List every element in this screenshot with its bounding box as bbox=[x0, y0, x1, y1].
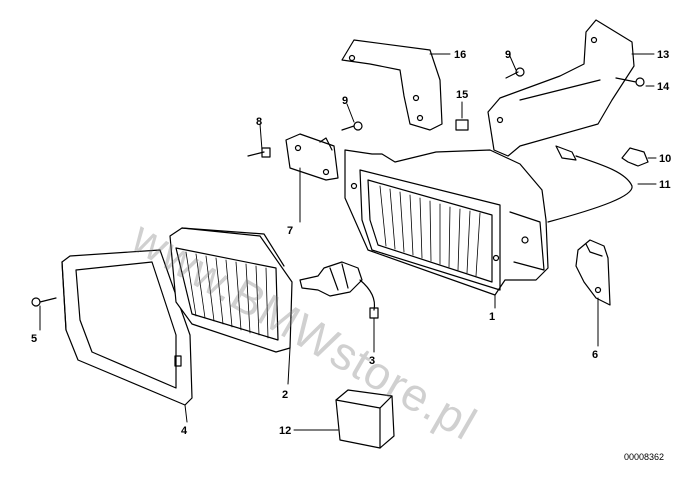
callout-9b: 9 bbox=[505, 49, 511, 61]
callout-1: 1 bbox=[489, 311, 495, 323]
screw-8-part bbox=[248, 148, 270, 157]
upper-bracket-16-part bbox=[342, 40, 442, 130]
callout-4: 4 bbox=[181, 425, 188, 437]
callout-10: 10 bbox=[659, 153, 671, 165]
relay-part bbox=[336, 390, 394, 448]
support-bracket-part bbox=[488, 20, 634, 156]
callout-8: 8 bbox=[256, 116, 262, 128]
callout-12: 12 bbox=[279, 425, 291, 437]
callout-5: 5 bbox=[31, 333, 37, 345]
bolt-9b-part bbox=[506, 68, 524, 78]
mounting-clip-part bbox=[576, 240, 610, 305]
small-bracket-part bbox=[286, 134, 338, 180]
fog-light-housing-part bbox=[345, 150, 548, 295]
callout-13: 13 bbox=[657, 49, 669, 61]
leader-lines bbox=[39, 53, 657, 431]
callout-14: 14 bbox=[657, 81, 670, 93]
callout-16: 16 bbox=[454, 49, 466, 61]
document-number: 00008362 bbox=[623, 452, 664, 462]
bulb-part bbox=[300, 262, 378, 318]
callout-9a: 9 bbox=[342, 95, 348, 107]
callout-3: 3 bbox=[369, 355, 375, 367]
trim-frame-part bbox=[62, 250, 192, 405]
clip-nut-part bbox=[456, 120, 468, 130]
callout-11: 11 bbox=[659, 179, 671, 191]
callout-6: 6 bbox=[592, 349, 598, 361]
callouts: 1 2 3 4 5 6 7 8 9 9 10 11 12 13 14 15 16 bbox=[31, 49, 671, 437]
connector-clip-part bbox=[622, 148, 648, 166]
screw-5-part bbox=[32, 298, 56, 306]
bolt-14-part bbox=[616, 78, 644, 86]
fog-lens-part bbox=[170, 228, 292, 352]
callout-7: 7 bbox=[287, 225, 293, 237]
callout-15: 15 bbox=[456, 89, 468, 101]
wire-harness-part bbox=[548, 146, 632, 222]
callout-2: 2 bbox=[282, 389, 288, 401]
bolt-9a-part bbox=[342, 122, 362, 130]
